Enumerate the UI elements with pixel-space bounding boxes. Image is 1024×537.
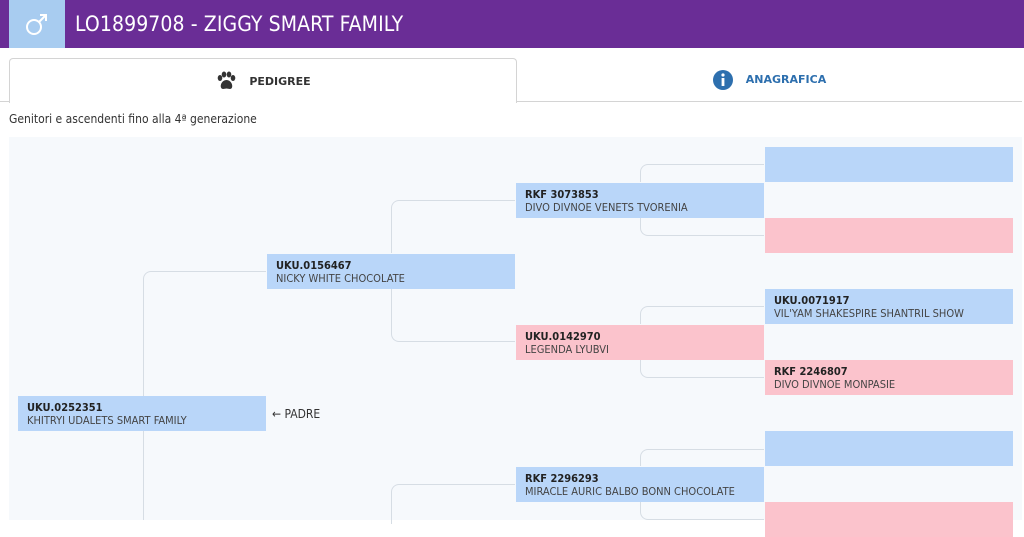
subject-name: KHITRYI UDALETS SMART FAMILY (27, 414, 187, 427)
sire-sire-name: DIVO DIVNOE VENETS TVORENIA (525, 201, 688, 214)
tab-pedigree-label: PEDIGREE (249, 74, 311, 88)
pedigree-sire-sire[interactable]: RKF 3073853 DIVO DIVNOE VENETS TVORENIA (516, 183, 764, 218)
connector-sd-dam (640, 360, 764, 378)
pedigree-sire-dam[interactable]: UKU.0142970 LEGENDA LYUBVI (516, 325, 764, 360)
subject-code: UKU.0252351 (27, 401, 103, 414)
pedigree-sd-dam[interactable]: RKF 2246807 DIVO DIVNOE MONPASIE (765, 360, 1013, 395)
connector-sire-sire (391, 200, 515, 253)
pedigree-ss-dam[interactable] (765, 218, 1013, 253)
connector-ds-sire (640, 449, 764, 466)
paw-icon (215, 70, 237, 92)
connector-sire-dam (391, 289, 515, 342)
pedigree-ss-sire[interactable] (765, 147, 1013, 182)
header-bar: LO1899708 - ZIGGY SMART FAMILY (0, 0, 1024, 48)
page-title: LO1899708 - ZIGGY SMART FAMILY (75, 12, 404, 36)
connector-ss-dam (640, 218, 764, 236)
pedigree-ds-sire[interactable] (765, 431, 1013, 466)
sd-dam-name: DIVO DIVNOE MONPASIE (774, 378, 896, 391)
tab-divider (0, 101, 9, 102)
pedigree-description: Genitori e ascendenti fino alla 4ª gener… (9, 112, 257, 126)
sire-dam-name: LEGENDA LYUBVI (525, 343, 609, 356)
sire-code: UKU.0156467 (276, 259, 352, 272)
sd-sire-code: UKU.0071917 (774, 294, 850, 307)
pedigree-dam-sire[interactable]: RKF 2296293 MIRACLE AURIC BALBO BONN CHO… (516, 467, 764, 502)
info-icon (712, 69, 734, 91)
sire-name: NICKY WHITE CHOCOLATE (276, 272, 405, 285)
sex-badge (9, 0, 65, 48)
connector-dam-sire (391, 484, 515, 524)
connector-ds-dam (640, 502, 764, 520)
sd-dam-code: RKF 2246807 (774, 365, 848, 378)
tab-anagrafica[interactable]: ANAGRAFICA (516, 58, 1022, 102)
padre-label: ← PADRE (272, 407, 321, 421)
tab-pedigree[interactable]: PEDIGREE (9, 58, 517, 103)
pedigree-subject[interactable]: UKU.0252351 KHITRYI UDALETS SMART FAMILY (18, 396, 266, 431)
sire-dam-code: UKU.0142970 (525, 330, 601, 343)
male-symbol-icon (26, 14, 47, 35)
dam-sire-name: MIRACLE AURIC BALBO BONN CHOCOLATE (525, 485, 735, 498)
pedigree-sd-sire[interactable]: UKU.0071917 VIL'YAM SHAKESPIRE SHANTRIL … (765, 289, 1013, 324)
connector-sire (143, 271, 266, 413)
connector-ss-sire (640, 164, 764, 182)
tab-anagrafica-label: ANAGRAFICA (745, 73, 827, 86)
sire-sire-code: RKF 3073853 (525, 188, 599, 201)
connector-sd-sire (640, 306, 764, 324)
sd-sire-name: VIL'YAM SHAKESPIRE SHANTRIL SHOW (774, 307, 964, 320)
dam-sire-code: RKF 2296293 (525, 472, 599, 485)
pedigree-sire[interactable]: UKU.0156467 NICKY WHITE CHOCOLATE (267, 254, 515, 289)
